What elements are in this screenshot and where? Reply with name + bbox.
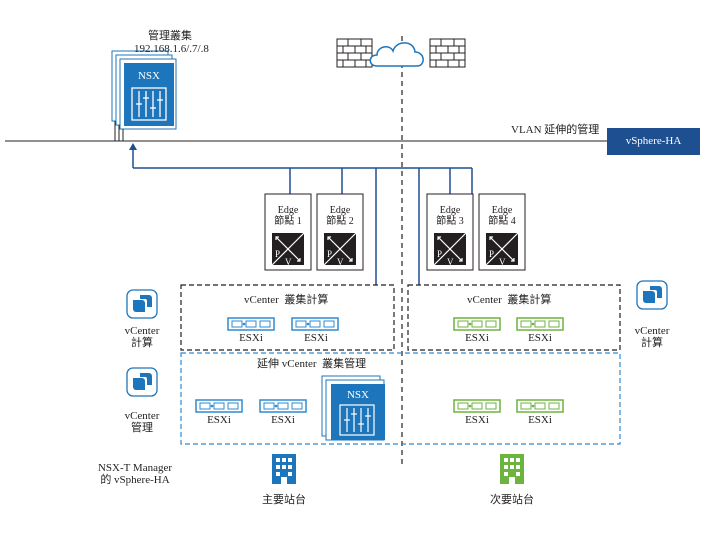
edge-node-2-line2: 節點 2 bbox=[326, 216, 354, 227]
secondary-site-building-icon bbox=[500, 454, 524, 484]
esxi-server-icon bbox=[516, 317, 564, 331]
stretched-nsx-label: NSX bbox=[346, 389, 369, 401]
esxi-label-compute-right-1: ESXi bbox=[465, 332, 489, 344]
esxi-server-icon bbox=[195, 399, 243, 413]
esxi-server-icon bbox=[291, 317, 339, 331]
edge-node-1-line2: 節點 1 bbox=[274, 216, 302, 227]
edge-2-v: V bbox=[337, 257, 344, 267]
edge-node-2 bbox=[316, 193, 364, 271]
vcenter-mgmt-left-label: vCenter 管理 bbox=[117, 410, 167, 434]
esxi-server-icon bbox=[453, 399, 501, 413]
nsxt-manager-label: NSX-T Manager 的 vSphere-HA bbox=[80, 462, 190, 486]
vlan-label: VLAN 延伸的管理 bbox=[511, 124, 600, 136]
primary-site-label: 主要站台 bbox=[262, 494, 306, 506]
edge-node-3-line2: 節點 3 bbox=[436, 216, 464, 227]
edge-node-1-line1: Edge bbox=[277, 205, 299, 216]
mgmt-nsx-sliders-icon bbox=[131, 87, 167, 121]
vcenter-compute-right-line2: 計算 bbox=[641, 337, 663, 349]
esxi-label-stretched-left-2: ESXi bbox=[271, 414, 295, 426]
vcenter-mgmt-left-line2: 管理 bbox=[131, 422, 153, 434]
mgmt-nsx-label: NSX bbox=[137, 70, 160, 82]
compute-cluster-right-box bbox=[407, 284, 621, 351]
arrow-up-icon bbox=[129, 143, 137, 150]
esxi-label-compute-left-1: ESXi bbox=[239, 332, 263, 344]
edge-node-1-label: Edge 節點 1 bbox=[265, 205, 311, 227]
esxi-server-icons-green bbox=[453, 317, 564, 413]
edge-node-2-line1: Edge bbox=[329, 205, 351, 216]
vsphere-ha-badge: vSphere-HA bbox=[607, 128, 700, 155]
esxi-server-icon bbox=[453, 317, 501, 331]
compute-cluster-left-box bbox=[180, 284, 395, 351]
firewall-left-icon bbox=[336, 38, 373, 68]
esxi-label-stretched-right-2: ESXi bbox=[528, 414, 552, 426]
firewall-right-icon bbox=[429, 38, 466, 68]
edge-node-1 bbox=[264, 193, 312, 271]
edge-3-v: V bbox=[447, 257, 454, 267]
edge-node-2-label: Edge 節點 2 bbox=[317, 205, 363, 227]
vcenter-compute-right-icon bbox=[636, 280, 668, 310]
esxi-label-stretched-left-1: ESXi bbox=[207, 414, 231, 426]
stretched-mgmt-box bbox=[180, 352, 621, 445]
edge-node-4 bbox=[478, 193, 526, 271]
vcenter-compute-right-line1: vCenter bbox=[634, 325, 670, 337]
secondary-site-label: 次要站台 bbox=[490, 494, 534, 506]
edge-node-4-line1: Edge bbox=[491, 205, 513, 216]
mgmt-cluster-ip: 192.168.1.6/.7/.8 bbox=[134, 43, 209, 55]
esxi-label-stretched-right-1: ESXi bbox=[465, 414, 489, 426]
vcenter-compute-right-label: vCenter 計算 bbox=[627, 325, 677, 349]
mgmt-stack-uplinks bbox=[114, 121, 124, 141]
edge-node-4-line2: 節點 4 bbox=[488, 216, 516, 227]
stretched-nsx-sliders-icon bbox=[339, 404, 375, 436]
edge-uplinks bbox=[132, 146, 473, 285]
esxi-label-compute-right-2: ESXi bbox=[528, 332, 552, 344]
compute-cluster-left-title: vCenter 叢集計算 bbox=[244, 294, 329, 306]
esxi-label-compute-left-2: ESXi bbox=[304, 332, 328, 344]
edge-node-3 bbox=[426, 193, 474, 271]
vcenter-mgmt-left-icon bbox=[126, 367, 158, 397]
nsxt-manager-line2: 的 vSphere-HA bbox=[100, 474, 170, 486]
esxi-server-icon bbox=[516, 399, 564, 413]
nsxt-manager-line1: NSX-T Manager bbox=[97, 462, 173, 474]
compute-cluster-right-title: vCenter 叢集計算 bbox=[467, 294, 552, 306]
edge-node-3-label: Edge 節點 3 bbox=[427, 205, 473, 227]
mgmt-cluster-title: 管理叢集 bbox=[148, 30, 192, 42]
cloud-icon bbox=[369, 42, 424, 67]
edge-4-v: V bbox=[499, 257, 506, 267]
edge-node-4-label: Edge 節點 4 bbox=[479, 205, 525, 227]
edge-4-p: P bbox=[489, 249, 495, 259]
vcenter-compute-left-line2: 計算 bbox=[131, 337, 153, 349]
edge-2-p: P bbox=[327, 249, 333, 259]
edge-node-3-line1: Edge bbox=[439, 205, 461, 216]
esxi-server-icons-blue bbox=[195, 317, 339, 413]
vcenter-compute-left-icon bbox=[126, 289, 158, 319]
stretched-mgmt-title: 延伸 vCenter 叢集管理 bbox=[257, 358, 367, 370]
vcenter-compute-left-label: vCenter 計算 bbox=[117, 325, 167, 349]
esxi-server-icon bbox=[227, 317, 275, 331]
esxi-server-icon bbox=[259, 399, 307, 413]
edge-3-p: P bbox=[437, 249, 443, 259]
edge-1-v: V bbox=[285, 257, 292, 267]
vcenter-mgmt-left-line1: vCenter bbox=[124, 410, 160, 422]
primary-site-building-icon bbox=[272, 454, 296, 484]
edge-1-p: P bbox=[275, 249, 281, 259]
vcenter-compute-left-line1: vCenter bbox=[124, 325, 160, 337]
